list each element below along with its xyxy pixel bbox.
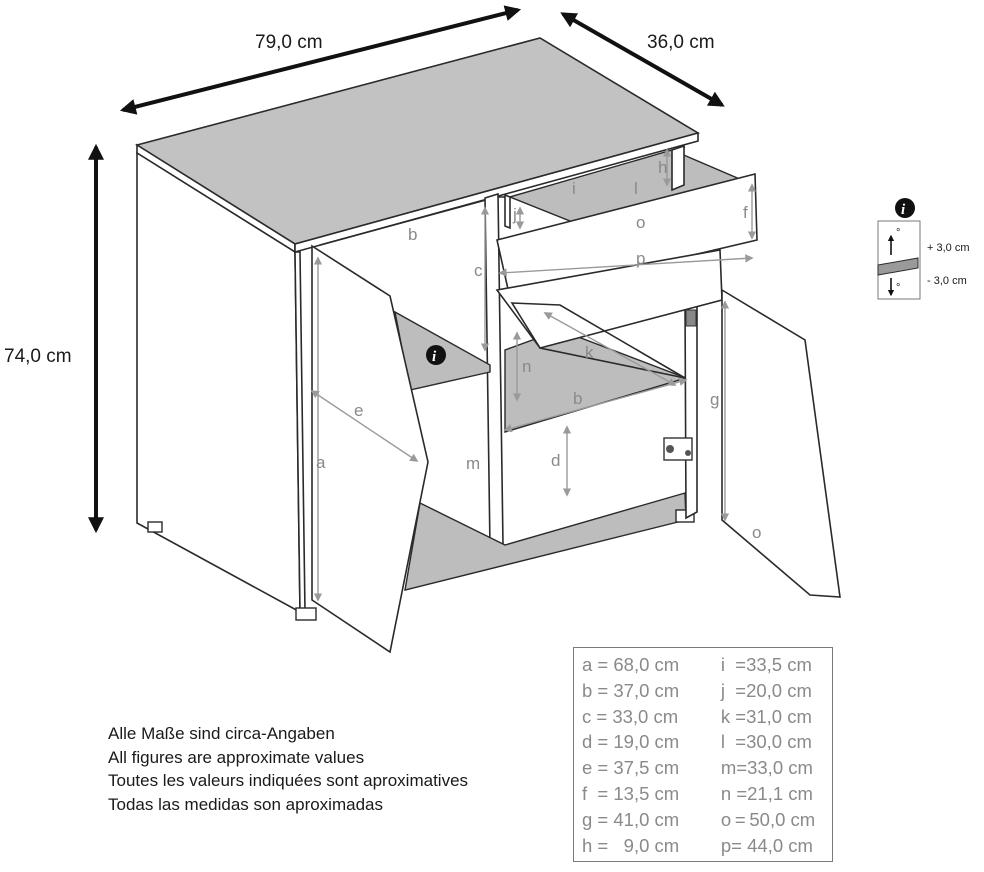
measurement-legend: a = 68,0 cm i =33,5 cm b = 37,0 cm j =20,0… bbox=[573, 647, 833, 862]
legend-row: d = 19,0 cm l =30,0 cm bbox=[582, 731, 832, 757]
label-c: c bbox=[474, 261, 483, 280]
label-f: f bbox=[743, 203, 748, 222]
legend-row: c = 33,0 cm k =31,0 cm bbox=[582, 706, 832, 732]
legend-cell: a = 68,0 cm bbox=[582, 654, 680, 675]
label-i: i bbox=[572, 179, 576, 198]
part-labels: a b b c d e f g h i j k l m n o o p bbox=[316, 158, 761, 542]
label-k: k bbox=[585, 343, 594, 362]
left-door bbox=[311, 244, 429, 654]
measurement-lines bbox=[310, 148, 757, 602]
label-o-upper: o bbox=[636, 213, 645, 232]
svg-text:i: i bbox=[432, 349, 437, 365]
legend-row: g = 41,0 cm o = 50,0 cm bbox=[582, 809, 832, 835]
legend-cell: j =20,0 cm bbox=[720, 679, 812, 701]
legend-row: b = 37,0 cm j =20,0 cm bbox=[582, 680, 832, 706]
note-spanish: Todas las medidas son aproximadas bbox=[108, 794, 383, 814]
label-j: j bbox=[512, 205, 517, 224]
depth-arrow bbox=[560, 12, 725, 107]
legend-cell: l =30,0 cm bbox=[720, 731, 812, 753]
label-o-lower: o bbox=[752, 523, 761, 542]
legend-cell: c = 33,0 cm bbox=[582, 705, 679, 727]
legend-cell: p= 44,0 cm bbox=[720, 834, 813, 856]
legend-cell: b = 37,0 cm bbox=[582, 679, 680, 701]
legend-cell: e = 37,5 cm bbox=[582, 757, 680, 779]
legend-row: f = 13,5 cm n =21,1 cm bbox=[582, 783, 832, 809]
legend-row: e = 37,5 cm m=33,0 cm bbox=[582, 757, 832, 783]
info-icon: i bbox=[426, 345, 446, 365]
legend-cell: g = 41,0 cm bbox=[582, 808, 680, 830]
legend-cell: m=33,0 cm bbox=[720, 757, 813, 779]
hinge-icon bbox=[663, 309, 697, 461]
legend-row: h = 9,0 cm p= 44,0 cm bbox=[582, 835, 832, 861]
height-label: 74,0 cm bbox=[4, 346, 72, 367]
label-n: n bbox=[522, 357, 531, 376]
label-l: l bbox=[634, 179, 638, 198]
note-german: Alle Maße sind circa-Angaben bbox=[108, 724, 335, 743]
shelf-adjust-icon: i ° ° bbox=[877, 198, 921, 300]
legend-cell: i =33,5 cm bbox=[720, 654, 812, 675]
label-b-lower: b bbox=[573, 389, 582, 408]
approximate-values-notes: Alle Maße sind circa-Angaben All figures… bbox=[108, 722, 548, 816]
width-label: 79,0 cm bbox=[255, 32, 323, 53]
note-english: All figures are approximate values bbox=[108, 747, 365, 767]
legend-cell: h = 9,0 cm bbox=[582, 834, 680, 856]
label-p: p bbox=[636, 249, 645, 268]
svg-text:i: i bbox=[901, 202, 906, 218]
legend-cell: d = 19,0 cm bbox=[582, 731, 680, 753]
right-door bbox=[721, 288, 841, 598]
legend-cell: f = 13,5 cm bbox=[582, 782, 680, 804]
depth-label: 36,0 cm bbox=[647, 32, 715, 53]
label-h: h bbox=[658, 158, 667, 177]
adjust-down-label: - 3,0 cm bbox=[927, 275, 967, 287]
label-d: d bbox=[551, 451, 560, 470]
legend-row: a = 68,0 cm i =33,5 cm bbox=[582, 654, 832, 680]
note-french: Toutes les valeurs indiquées sont aproxi… bbox=[108, 771, 469, 790]
adjust-up-label: + 3,0 cm bbox=[927, 242, 970, 254]
label-m: m bbox=[466, 454, 480, 473]
svg-text:°: ° bbox=[896, 227, 900, 239]
label-e: e bbox=[354, 401, 363, 420]
legend-cell: o = 50,0 cm bbox=[720, 808, 816, 830]
svg-text:°: ° bbox=[896, 282, 900, 294]
legend-cell: k =31,0 cm bbox=[720, 705, 812, 727]
label-a: a bbox=[316, 453, 326, 472]
width-arrow bbox=[119, 5, 522, 115]
legend-cell: n =21,1 cm bbox=[720, 782, 813, 804]
label-g: g bbox=[710, 390, 719, 409]
label-b-upper: b bbox=[408, 225, 417, 244]
